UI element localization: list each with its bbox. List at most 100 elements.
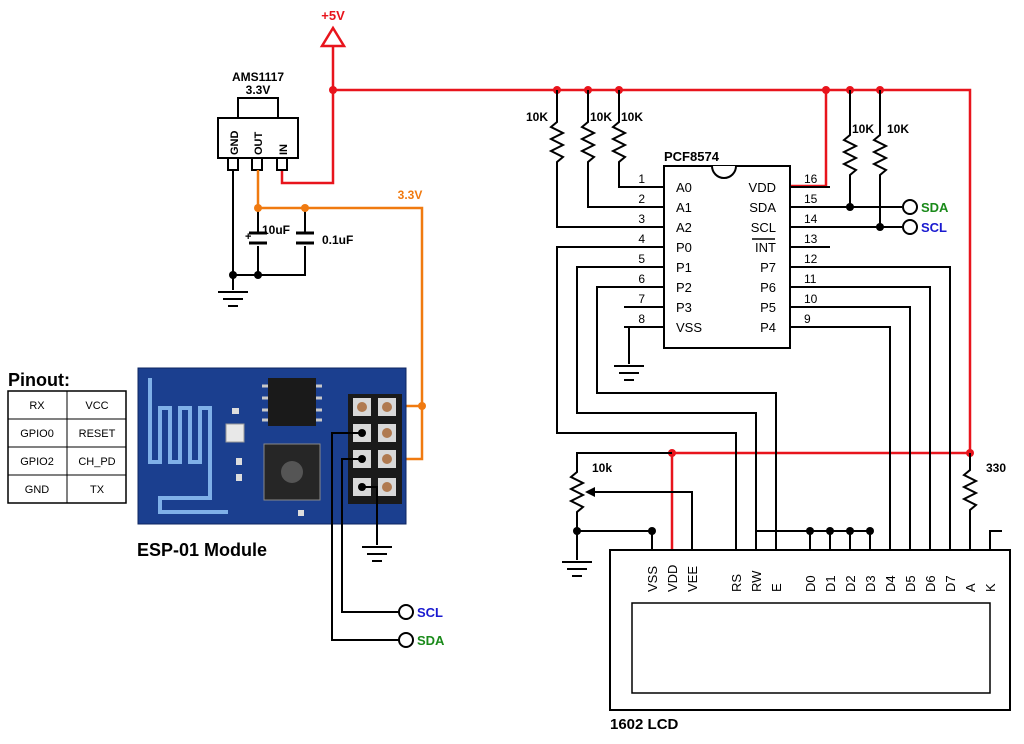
scl-terminal-ic: [902, 219, 918, 235]
lcd-pin-label: VDD: [665, 565, 680, 592]
regulator-voltage: 3.3V: [246, 83, 271, 97]
ic-pin-label: A1: [676, 200, 692, 215]
rail-33v-label: 3.3V: [398, 188, 423, 202]
regulator-pin-out: OUT: [253, 132, 265, 156]
lcd-pin-label: A: [963, 583, 978, 592]
regulator-ground-network: + 10uF 0.1uF: [218, 170, 353, 307]
pinout-cell: GND: [25, 484, 50, 496]
pullup-a1-label: 10K: [590, 110, 612, 124]
vcc-symbol: +5V: [319, 8, 347, 48]
ic-pin-label: P4: [760, 320, 776, 335]
sda-terminal-esp: [398, 632, 414, 648]
pinout-title: Pinout:: [8, 370, 70, 390]
backlight-network: 330: [961, 453, 1006, 552]
lcd-pin-label: D5: [903, 575, 918, 592]
flash-chip: [268, 378, 316, 426]
pinout-cell: GPIO2: [20, 456, 54, 468]
lcd-pin-label: VEE: [685, 566, 700, 592]
regulator-name: AMS1117: [232, 70, 284, 84]
ic-pin-label: P1: [676, 260, 692, 275]
cap-01uf-label: 0.1uF: [322, 233, 353, 247]
antenna-trace: [148, 378, 228, 514]
ic-pin-label: A0: [676, 180, 692, 195]
i2c-bus-ic: SDA SCL: [790, 199, 949, 235]
ic-pin-number: 7: [638, 292, 645, 306]
pot-label: 10k: [592, 461, 612, 475]
cap-10uf-label: 10uF: [262, 223, 290, 237]
pinout-cell: RESET: [79, 428, 116, 440]
pinout-cell: VCC: [85, 400, 108, 412]
backlight-resistor-label: 330: [986, 461, 1006, 475]
scl-label-ic: SCL: [921, 220, 947, 235]
sda-terminal-ic: [902, 199, 918, 215]
ic-pin-number: 2: [638, 192, 645, 206]
sda-label-esp: SDA: [417, 633, 445, 648]
pullup-sda-label: 10K: [852, 122, 874, 136]
ic-pin-number: 5: [638, 252, 645, 266]
lcd-pin-label: RW: [749, 570, 764, 592]
lcd-pin-label: E: [769, 583, 784, 592]
scl-terminal-esp: [398, 604, 414, 620]
scl-label-esp: SCL: [417, 605, 443, 620]
ic-pin-label: VDD: [749, 180, 776, 195]
ic-pin-number: 3: [638, 212, 645, 226]
lcd-pin-label: D0: [803, 575, 818, 592]
ic-pin-number: 10: [804, 292, 818, 306]
ic-name: PCF8574: [664, 149, 720, 164]
ic-pin-number: 11: [804, 272, 817, 286]
ic-pin-label: P0: [676, 240, 692, 255]
lcd-pin-label: D4: [883, 575, 898, 592]
regulator-pin-in: IN: [278, 144, 290, 155]
lcd-pin-label: D2: [843, 575, 858, 592]
cap-polarity: +: [245, 231, 251, 243]
lcd-pin-label: D6: [923, 575, 938, 592]
lcd-pin-label: K: [983, 583, 998, 592]
lcd-pin-label: VSS: [645, 566, 660, 592]
pullup-scl-label: 10K: [887, 122, 909, 136]
ic-pin-number: 1: [638, 172, 645, 186]
ic-pin-number: 6: [638, 272, 645, 286]
regulator-pin-gnd: GND: [229, 131, 241, 156]
ic-pin-label: INT: [755, 240, 776, 255]
pinout-cell: GPIO0: [20, 428, 54, 440]
ic-pin-number: 14: [804, 212, 818, 226]
lcd-label: 1602 LCD: [610, 716, 679, 733]
status-led: [225, 423, 245, 443]
ic-pin-label: SCL: [751, 220, 776, 235]
pinout-cell: CH_PD: [78, 456, 115, 468]
lcd-pin-label: D3: [863, 575, 878, 592]
lcd-pin-label: RS: [729, 574, 744, 592]
contrast-pot: 10k: [562, 452, 693, 577]
pinout-cell: TX: [90, 484, 105, 496]
sda-label-ic: SDA: [921, 200, 949, 215]
ic-pin-label: P7: [760, 260, 776, 275]
ic-pin-label: P6: [760, 280, 776, 295]
ic-pin-label: A2: [676, 220, 692, 235]
esp-wiring: SCL SDA: [331, 429, 445, 648]
ic-pin-number: 13: [804, 232, 818, 246]
ic-pin-label: P3: [676, 300, 692, 315]
ic-pin-label: VSS: [676, 320, 702, 335]
ic-pin-number: 16: [804, 172, 818, 186]
ic-pin-number: 4: [638, 232, 645, 246]
lcd-ground-bus: [573, 527, 874, 552]
pullup-a0-label: 10K: [526, 110, 548, 124]
ic-to-lcd-wiring: [556, 246, 951, 552]
ic-pin-number: 8: [638, 312, 645, 326]
pullup-a2-label: 10K: [621, 110, 643, 124]
esp01-module: ESP-01 Module: [137, 367, 407, 560]
ic-pin-number: 15: [804, 192, 818, 206]
lcd-pin-label: D1: [823, 575, 838, 592]
pullup-resistors: 10K 10K 10K 10K 10K: [526, 90, 909, 228]
ic-pin-number: 12: [804, 252, 818, 266]
ic-pin-label: SDA: [749, 200, 776, 215]
ic-pin-label: P2: [676, 280, 692, 295]
ic-pin-label: P5: [760, 300, 776, 315]
